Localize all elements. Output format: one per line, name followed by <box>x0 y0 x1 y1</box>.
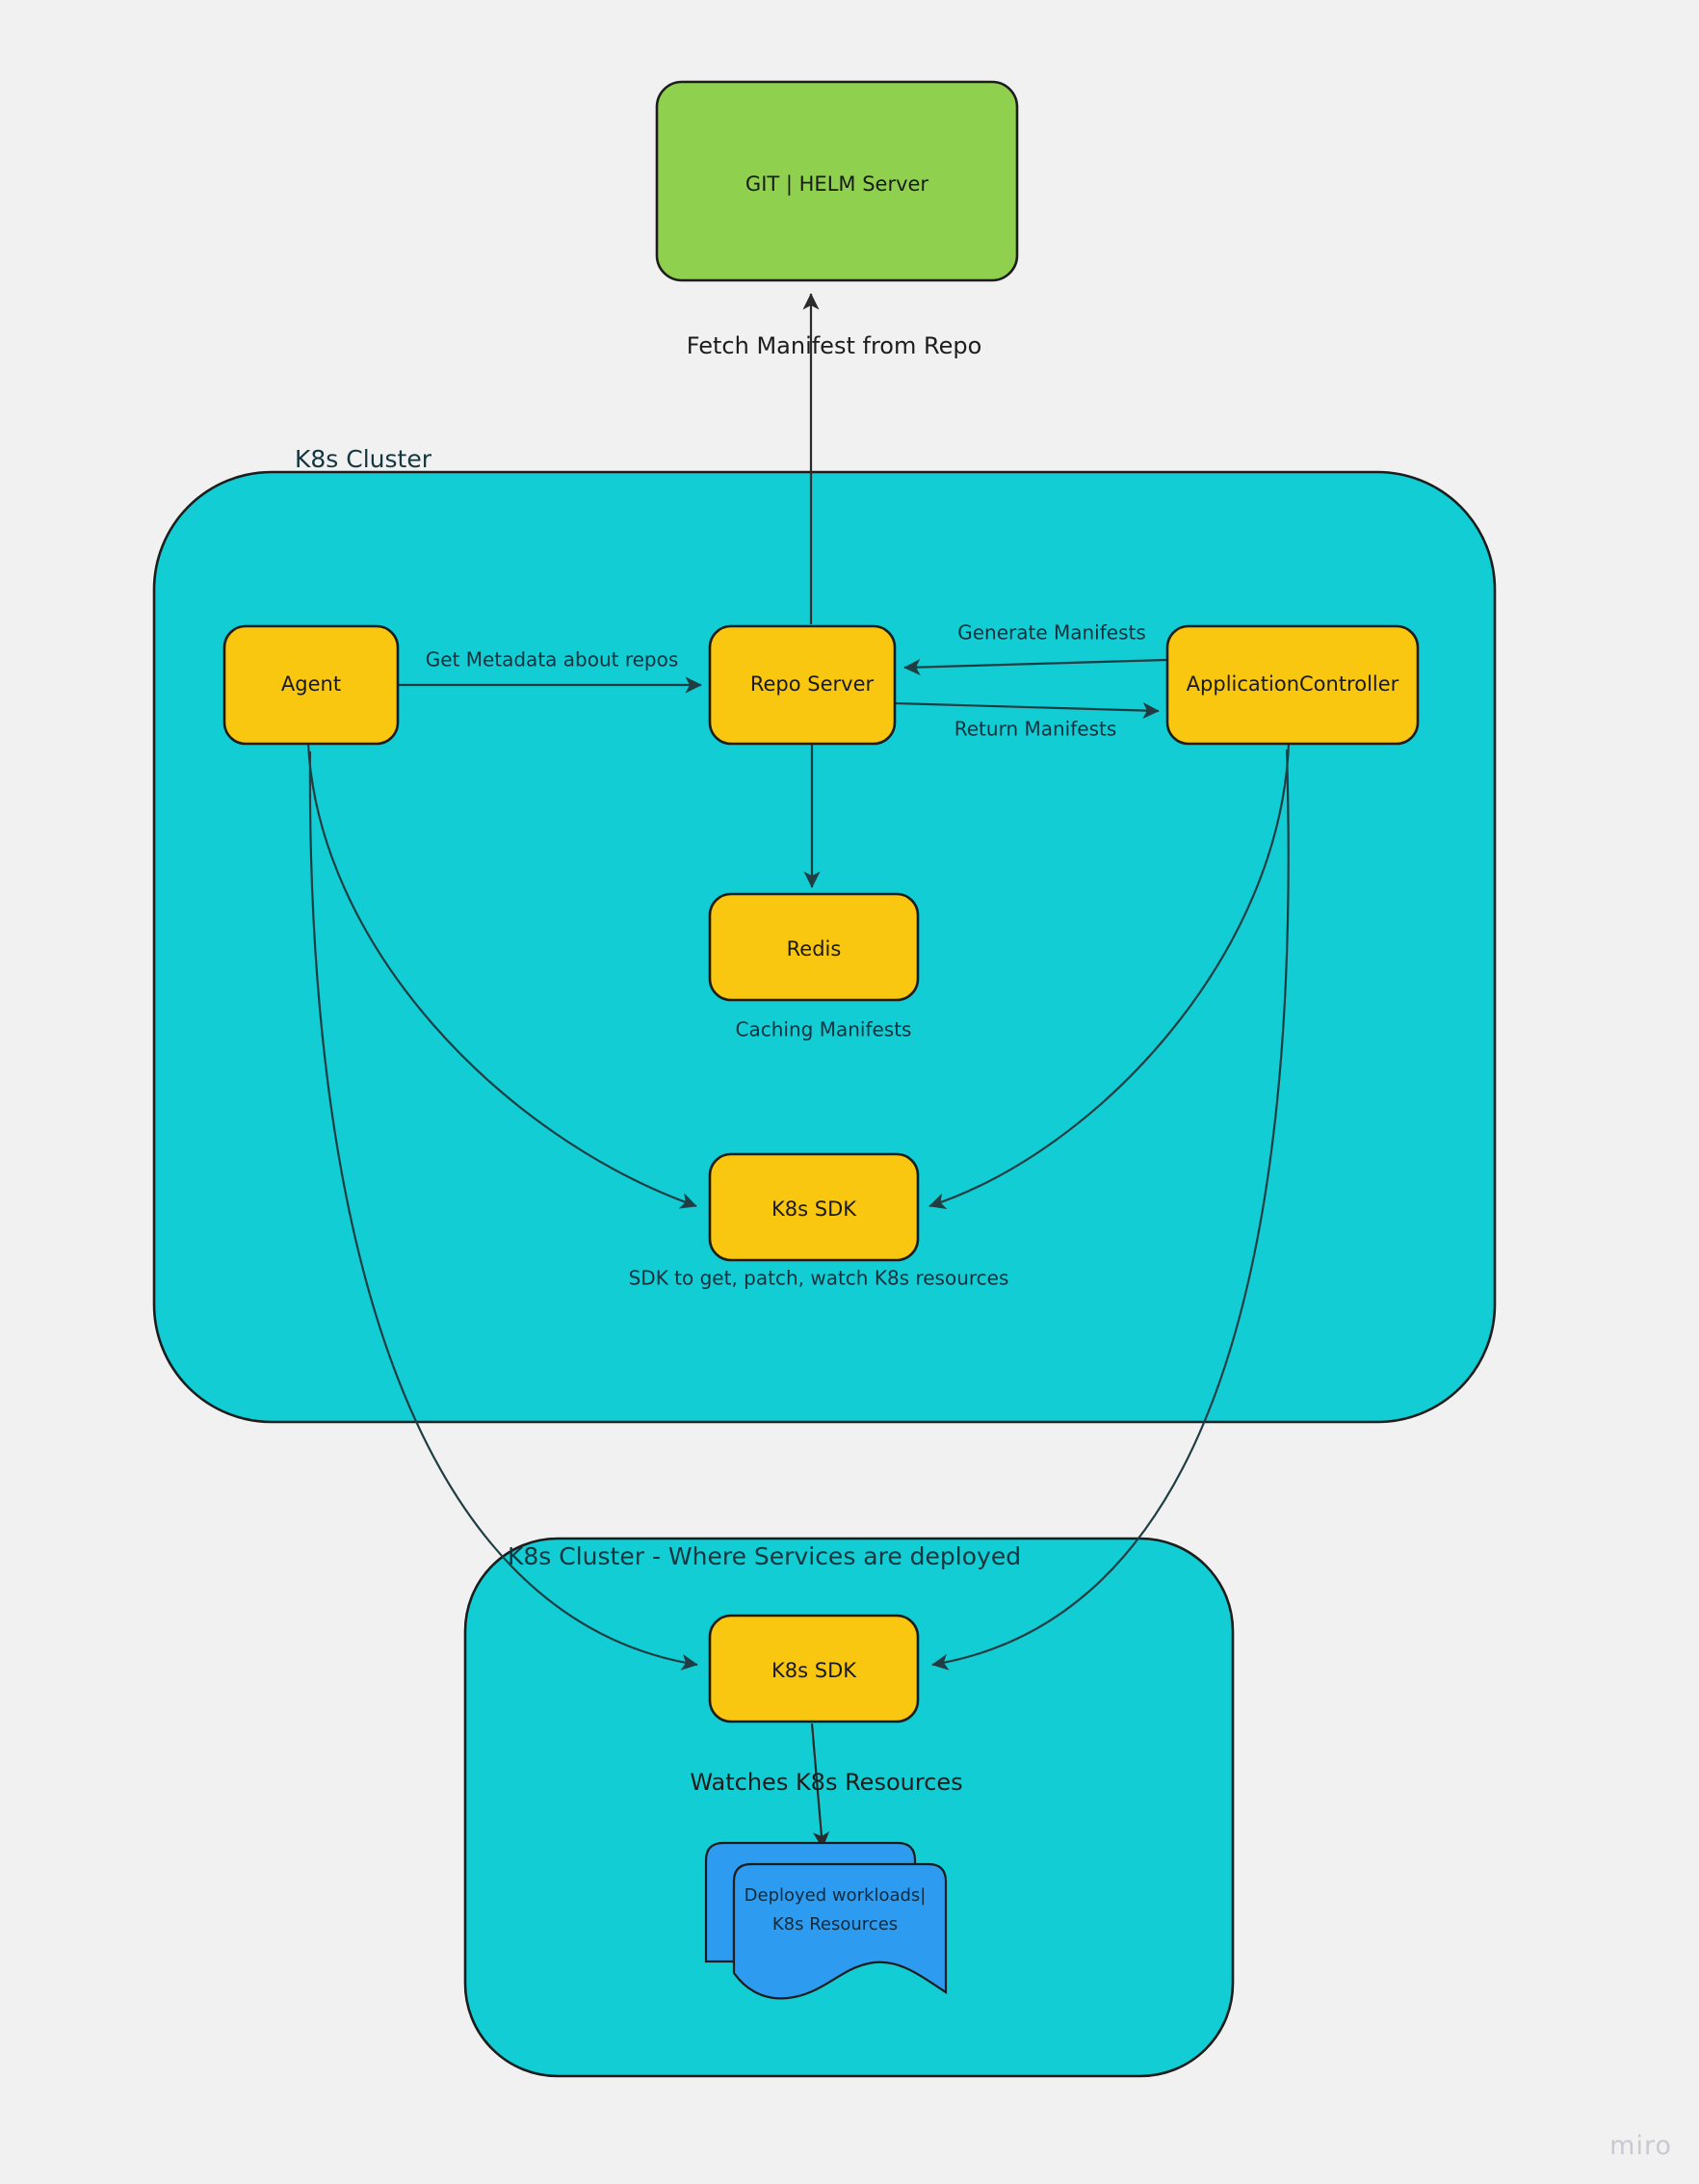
edge-return-manifests-line <box>894 701 1160 720</box>
node-k8s-sdk[interactable]: K8s SDK <box>708 1152 920 1262</box>
k8s-sdk-label: K8s SDK <box>771 1197 857 1221</box>
edge-caching-manifests[interactable]: Caching Manifests <box>736 743 912 1041</box>
k8s-cluster-title: K8s Cluster <box>295 445 432 473</box>
deployed-workloads-front-sheet <box>732 1862 948 2000</box>
k8s-sdk-deployed-box <box>708 1614 920 1724</box>
git-helm-server-label: GIT | HELM Server <box>745 172 929 197</box>
node-deployed-workloads[interactable]: Deployed workloads| K8s Resources <box>704 1841 948 2000</box>
k8s-sdk-box <box>708 1152 920 1262</box>
redis-label: Redis <box>787 937 842 960</box>
agent-box <box>222 624 400 746</box>
edge-watches-k8s-resources-line <box>810 1723 830 1849</box>
edge-appcontroller-to-deployed-sdk-line <box>931 749 1290 1671</box>
repo-server-box <box>708 624 897 746</box>
node-application-controller[interactable]: ApplicationController <box>1165 624 1420 746</box>
node-k8s-sdk-deployed[interactable]: K8s SDK <box>708 1614 920 1724</box>
edge-watches-k8s-resources[interactable]: Watches K8s Resources <box>690 1723 963 1849</box>
redis-box <box>708 892 920 1002</box>
edge-agent-to-k8s-sdk[interactable] <box>306 742 697 1209</box>
edge-appcontroller-to-deployed-sdk[interactable] <box>931 749 1290 1671</box>
edge-get-metadata[interactable]: Get Metadata about repos <box>397 648 702 694</box>
agent-label: Agent <box>281 672 341 696</box>
deployed-workloads-label-line2: K8s Resources <box>772 1914 898 1934</box>
edge-agent-to-deployed-sdk-line <box>308 750 698 1671</box>
edge-fetch-manifest-label: Fetch Manifest from Repo <box>687 332 982 359</box>
k8s-sdk-note-label: SDK to get, patch, watch K8s resources <box>629 1267 1009 1290</box>
node-agent[interactable]: Agent <box>222 624 400 746</box>
edge-caching-manifests-label: Caching Manifests <box>736 1018 912 1041</box>
git-helm-server-box <box>655 80 1019 282</box>
edge-get-metadata-label: Get Metadata about repos <box>426 648 679 671</box>
edge-appcontroller-to-k8s-sdk[interactable] <box>928 742 1291 1210</box>
k8s-cluster-services-body <box>463 1537 1235 2078</box>
edge-agent-to-k8s-sdk-line <box>306 742 697 1209</box>
edge-generate-manifests[interactable]: Generate Manifests <box>903 621 1168 676</box>
deployed-workloads-label-line1: Deployed workloads| <box>745 1885 927 1906</box>
edge-return-manifests-label: Return Manifests <box>954 718 1117 741</box>
k8s-cluster-services-title: K8s Cluster - Where Services are deploye… <box>508 1542 1021 1570</box>
edge-return-manifests[interactable]: Return Manifests <box>894 701 1160 741</box>
edge-generate-manifests-line <box>903 658 1168 676</box>
application-controller-label: ApplicationController <box>1187 672 1399 696</box>
application-controller-box <box>1165 624 1420 746</box>
repo-server-label: Repo Server <box>750 672 875 696</box>
node-git-helm-server[interactable]: GIT | HELM Server <box>655 80 1019 282</box>
miro-watermark: miro <box>1609 2131 1672 2161</box>
edge-generate-manifests-label: Generate Manifests <box>957 621 1146 645</box>
k8s-sdk-deployed-label: K8s SDK <box>771 1659 857 1682</box>
node-repo-server[interactable]: Repo Server <box>708 624 897 746</box>
edge-fetch-manifest[interactable]: Fetch Manifest from Repo <box>687 293 982 624</box>
edge-agent-to-deployed-sdk[interactable] <box>308 750 698 1671</box>
node-redis[interactable]: Redis <box>708 892 920 1002</box>
edge-watches-k8s-resources-label: Watches K8s Resources <box>690 1769 962 1796</box>
edge-appcontroller-to-k8s-sdk-line <box>928 742 1291 1210</box>
container-k8s-cluster-services[interactable]: K8s Cluster - Where Services are deploye… <box>463 1537 1235 2078</box>
